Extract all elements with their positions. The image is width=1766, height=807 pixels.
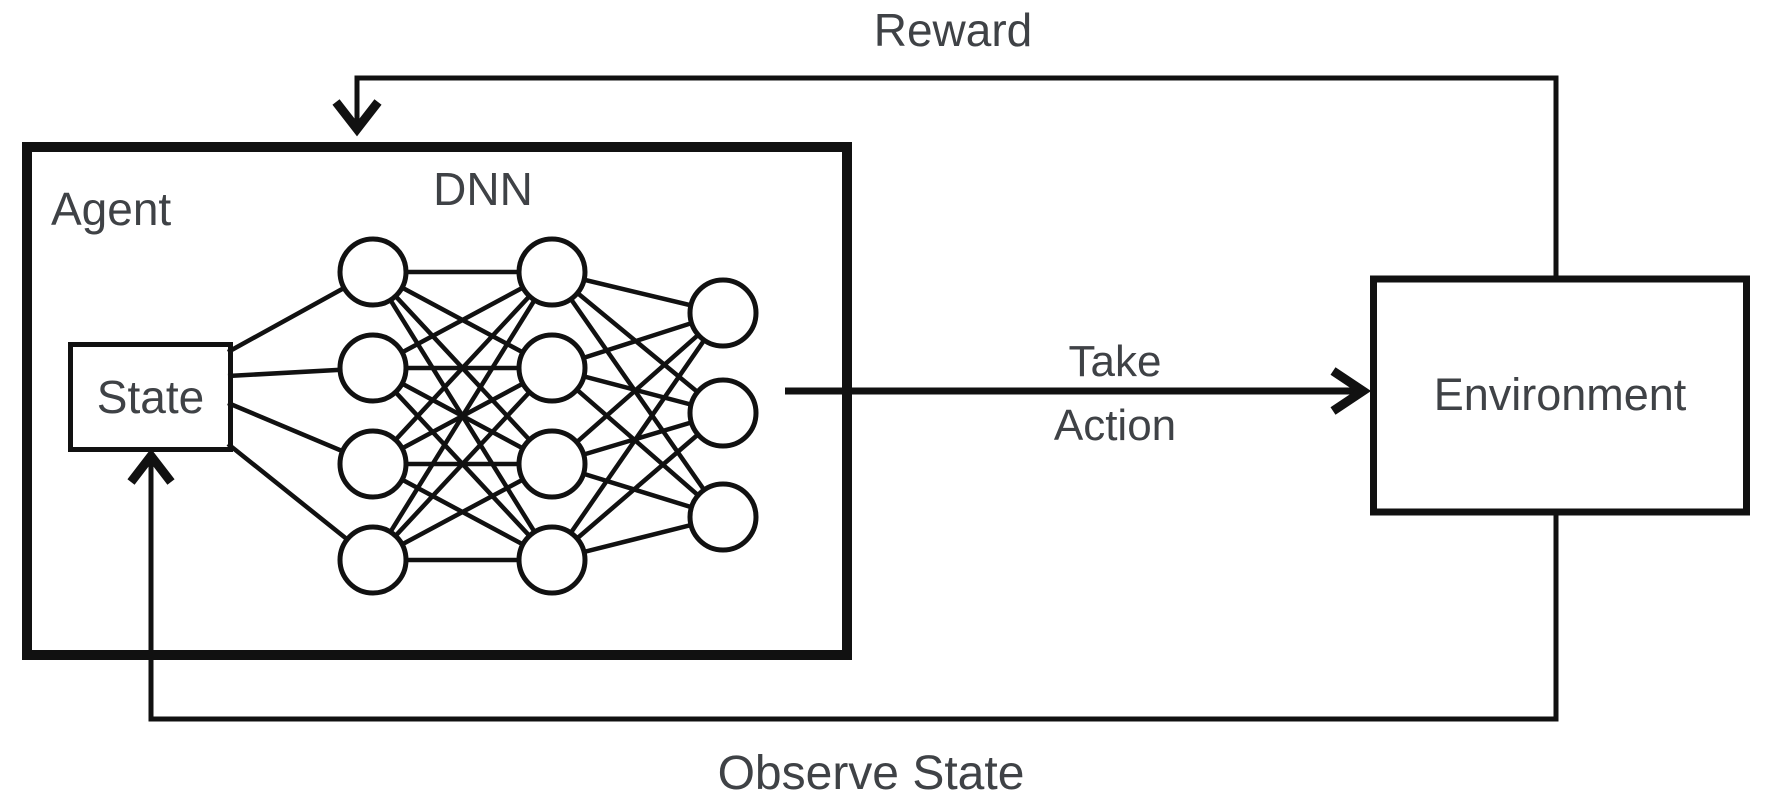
take-action-label: Take Action <box>1054 330 1176 458</box>
network-node <box>687 277 759 349</box>
network-node <box>337 428 409 500</box>
network-node <box>337 236 409 308</box>
environment-label: Environment <box>1433 369 1687 421</box>
network-connection <box>550 366 725 519</box>
reward-down-arrowhead <box>332 99 382 137</box>
network-node <box>516 332 588 404</box>
environment-box <box>1370 275 1750 516</box>
network-node <box>687 481 759 553</box>
dnn-network <box>226 236 759 596</box>
network-node <box>516 236 588 308</box>
network-connection <box>371 270 554 562</box>
observe-loop-path <box>148 458 1559 722</box>
network-node <box>687 377 759 449</box>
observe-state-label: Observe State <box>717 747 1025 800</box>
state-box <box>68 342 233 452</box>
take-action-label-line1: Take <box>1068 337 1162 386</box>
reward-label: Reward <box>873 4 1033 56</box>
network-connection <box>371 366 554 562</box>
take-action-label-line2: Action <box>1053 401 1177 450</box>
network-connection <box>550 270 725 519</box>
network-node <box>337 524 409 596</box>
reward-loop-path <box>354 75 1559 277</box>
network-node <box>516 428 588 500</box>
network-connection <box>371 270 554 466</box>
network-connection <box>550 311 725 466</box>
network-node <box>337 332 409 404</box>
state-label: State <box>96 370 205 423</box>
observe-up-arrowhead <box>127 448 175 485</box>
agent-label: Agent <box>51 183 172 235</box>
dnn-label: DNN <box>433 163 533 215</box>
network-connection <box>550 311 725 562</box>
network-node <box>516 524 588 596</box>
agent-box <box>22 142 852 660</box>
take-action-arrowhead <box>1330 367 1372 415</box>
network-connection <box>550 411 725 562</box>
